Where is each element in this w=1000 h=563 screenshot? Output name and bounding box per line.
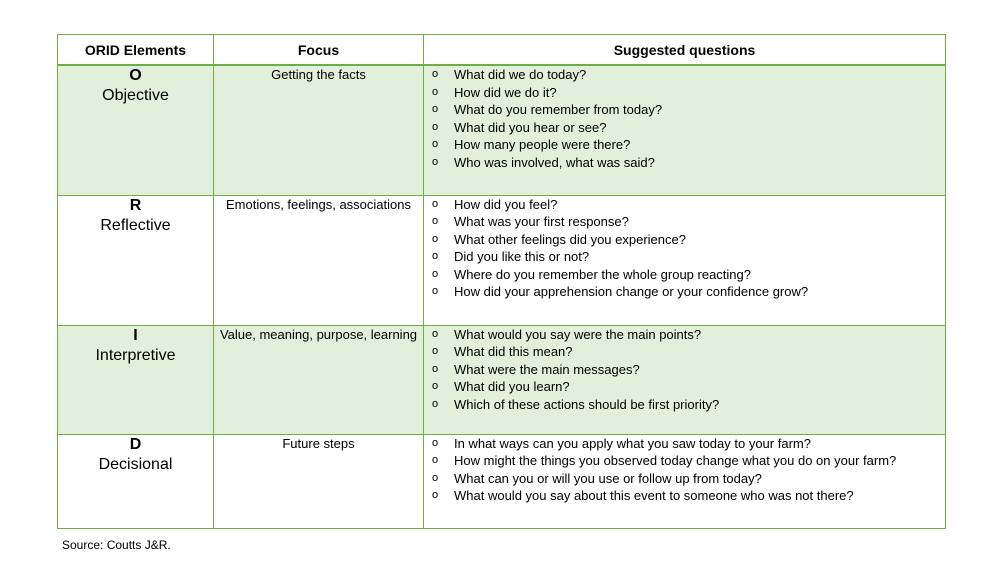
question-text: How did your apprehension change or your… [454,284,809,300]
circle-bullet-icon: o [432,362,439,375]
question-item: o What did we do today? [424,66,945,84]
element-letter: O [129,67,142,84]
question-item: o How might the things you observed today… [424,452,945,470]
question-text: What did this mean? [454,344,573,360]
header-focus: Focus [213,34,424,66]
question-item: o What were the main messages? [424,361,945,379]
question-item: o In what ways can you apply what you saw… [424,435,945,453]
circle-bullet-icon: o [432,250,439,263]
focus-cell: Future steps [213,433,424,529]
question-item: o Where do you remember the whole group r… [424,266,945,284]
question-text: How did we do it? [454,84,557,100]
question-text: What would you say were the main points? [454,326,702,342]
element-name: Decisional [98,455,173,473]
question-text: What can you or will you use or follow u… [454,470,762,486]
question-item: o What do you remember from today? [424,101,945,119]
question-item: o How many people were there? [424,136,945,154]
question-text: What would you say about this event to s… [454,488,854,504]
element-cell: I Interpretive [57,324,214,435]
question-item: o What other feelings did you experience? [424,231,945,249]
circle-bullet-icon: o [432,85,439,98]
circle-bullet-icon: o [432,489,439,502]
circle-bullet-icon: o [432,345,439,358]
question-text: Which of these actions should be first p… [454,396,720,412]
question-item: o What was your first response? [424,213,945,231]
question-list: o What would you say were the main points… [424,326,945,414]
question-text: What were the main messages? [454,361,640,377]
question-text: What did you learn? [454,379,570,395]
element-letter: I [133,326,138,344]
source-caption: Source: Coutts J&R. [62,538,171,552]
element-cell: D Decisional [57,433,214,529]
circle-bullet-icon: o [432,436,439,449]
circle-bullet-icon: o [432,68,439,80]
circle-bullet-icon: o [432,197,439,210]
element-name: Interpretive [95,346,176,364]
question-item: o How did your apprehension change or you… [424,283,945,301]
question-item: o Did you like this or not? [424,248,945,266]
question-text: What did we do today? [454,67,587,82]
circle-bullet-icon: o [432,120,439,133]
circle-bullet-icon: o [432,380,439,393]
circle-bullet-icon: o [432,215,439,228]
element-name: Objective [102,87,169,104]
circle-bullet-icon: o [432,285,439,298]
circle-bullet-icon: o [432,267,439,280]
circle-bullet-icon: o [432,155,439,168]
circle-bullet-icon: o [432,471,439,484]
question-item: o Which of these actions should be first … [424,396,945,414]
questions-cell: o What would you say were the main points… [423,324,946,435]
question-item: o What would you say were the main points… [424,326,945,344]
question-text: In what ways can you apply what you saw … [454,435,811,451]
focus-cell: Getting the facts [213,64,424,196]
circle-bullet-icon: o [432,103,439,116]
focus-cell: Value, meaning, purpose, learning [213,324,424,435]
question-text: Did you like this or not? [454,249,590,265]
element-cell: O Objective [57,64,214,196]
circle-bullet-icon: o [432,397,439,410]
question-text: How many people were there? [454,137,631,153]
circle-bullet-icon: o [432,454,439,467]
question-item: o Who was involved, what was said? [424,154,945,172]
header-orid-elements: ORID Elements [57,34,214,66]
question-item: o What did this mean? [424,343,945,361]
element-letter: D [129,435,142,453]
header-suggested-questions: Suggested questions [423,34,946,66]
question-text: Where do you remember the whole group re… [454,266,751,282]
circle-bullet-icon: o [432,327,439,340]
question-item: o How did we do it? [424,84,945,102]
question-item: o What did you hear or see? [424,119,945,137]
row-interpretive: I Interpretive Value, meaning, purpose, … [57,324,946,435]
question-text: What other feelings did you experience? [454,231,686,247]
orid-table: ORID Elements Focus Suggested questions … [57,34,946,529]
element-name: Reflective [100,216,171,234]
question-list: o In what ways can you apply what you saw… [424,435,945,505]
row-decisional: D Decisional Future steps o In what ways … [57,433,946,529]
question-text: Who was involved, what was said? [454,154,655,170]
element-letter: R [129,196,142,214]
question-item: o What did you learn? [424,378,945,396]
header-row: ORID Elements Focus Suggested questions [57,34,946,66]
question-item: o What would you say about this event to … [424,487,945,505]
element-cell: R Reflective [57,194,214,326]
questions-cell: o In what ways can you apply what you saw… [423,433,946,529]
focus-cell: Emotions, feelings, associations [213,194,424,326]
question-text: How did you feel? [454,196,558,212]
question-item: o What can you or will you use or follow … [424,470,945,488]
question-item: o How did you feel? [424,196,945,214]
question-text: How might the things you observed today … [454,453,897,469]
question-text: What was your first response? [454,214,629,230]
question-text: What did you hear or see? [454,119,607,135]
row-reflective: R Reflective Emotions, feelings, associa… [57,194,946,326]
question-text: What do you remember from today? [454,102,663,118]
circle-bullet-icon: o [432,232,439,245]
circle-bullet-icon: o [432,138,439,151]
